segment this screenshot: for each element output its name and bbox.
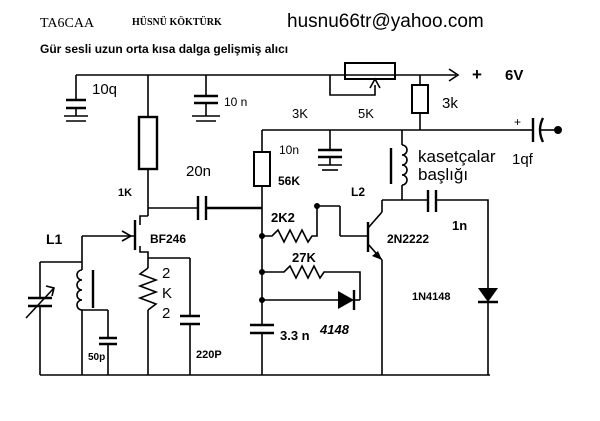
supply-rail bbox=[76, 68, 460, 82]
callsign-label: TA6CAA bbox=[40, 16, 95, 31]
capacitor-220p-label: 220P bbox=[196, 349, 222, 361]
antenna-coil-l1 bbox=[25, 236, 117, 375]
l1-label: L1 bbox=[46, 231, 63, 247]
capacitor-10n-top bbox=[192, 75, 220, 122]
capacitor-10n-mid-label: 10n bbox=[279, 143, 299, 157]
potentiometer-5k bbox=[329, 62, 396, 96]
resistor-2k2-vert-k: K bbox=[162, 285, 172, 302]
capacitor-1qf: + bbox=[514, 115, 562, 143]
capacitor-1qf-label: 1qf bbox=[512, 151, 534, 168]
capacitor-50p-label: 50p bbox=[88, 352, 105, 363]
resistor-27k-label: 27K bbox=[292, 250, 316, 265]
capacitor-10n-mid bbox=[318, 130, 342, 171]
resistor-2k2-vert-2b: 2 bbox=[162, 305, 170, 322]
l2-label: L2 bbox=[351, 185, 365, 199]
transistor-2n2222 bbox=[366, 199, 402, 375]
capacitor-20n-label: 20n bbox=[186, 163, 211, 180]
capacitor-1n-label: 1n bbox=[452, 218, 467, 233]
svg-text:+: + bbox=[514, 115, 521, 129]
resistor-3k-right bbox=[411, 75, 429, 130]
resistor-2k2-vert-2a: 2 bbox=[162, 265, 170, 282]
diode-4148-label: 4148 bbox=[319, 322, 350, 337]
fet-source-net bbox=[137, 257, 200, 375]
fet-bf246 bbox=[82, 215, 149, 258]
resistor-1k bbox=[137, 75, 159, 216]
resistor-3k-mid-label: 3K bbox=[292, 106, 308, 121]
resistor-2k2-top-label: 2K2 bbox=[271, 210, 295, 225]
pot-5k-label: 5K bbox=[358, 106, 374, 121]
transistor-label: 2N2222 bbox=[387, 232, 429, 246]
cassette-head-label-2: başlığı bbox=[418, 165, 468, 184]
capacitor-20n bbox=[148, 196, 262, 220]
capacitor-10n-top-label: 10 n bbox=[224, 95, 247, 109]
capacitor-10q-label: 10q bbox=[92, 81, 117, 98]
output-detector bbox=[402, 190, 498, 375]
bias-network bbox=[250, 203, 368, 375]
capacitor-10q bbox=[64, 75, 88, 122]
email-label: husnu66tr@yahoo.com bbox=[287, 11, 484, 32]
cassette-head-label-1: kasetçalar bbox=[418, 147, 496, 166]
resistor-56k-label: 56K bbox=[278, 174, 300, 188]
subtitle-label: Gür sesli uzun orta kısa dalga gelişmiş … bbox=[40, 42, 288, 56]
diode-1n4148-label: 1N4148 bbox=[412, 291, 451, 303]
author-label: HÜSNÜ KÖKTÜRK bbox=[132, 15, 222, 28]
capacitor-3n3-label: 3.3 n bbox=[280, 328, 310, 343]
cassette-head-coil bbox=[389, 130, 408, 200]
fet-label: BF246 bbox=[150, 232, 186, 246]
plus-sign: + bbox=[472, 65, 482, 84]
resistor-3k-right-label: 3k bbox=[442, 95, 458, 112]
resistor-1k-label: 1K bbox=[118, 187, 132, 199]
resistor-56k bbox=[253, 130, 271, 208]
supply-voltage-label: 6V bbox=[505, 67, 523, 84]
